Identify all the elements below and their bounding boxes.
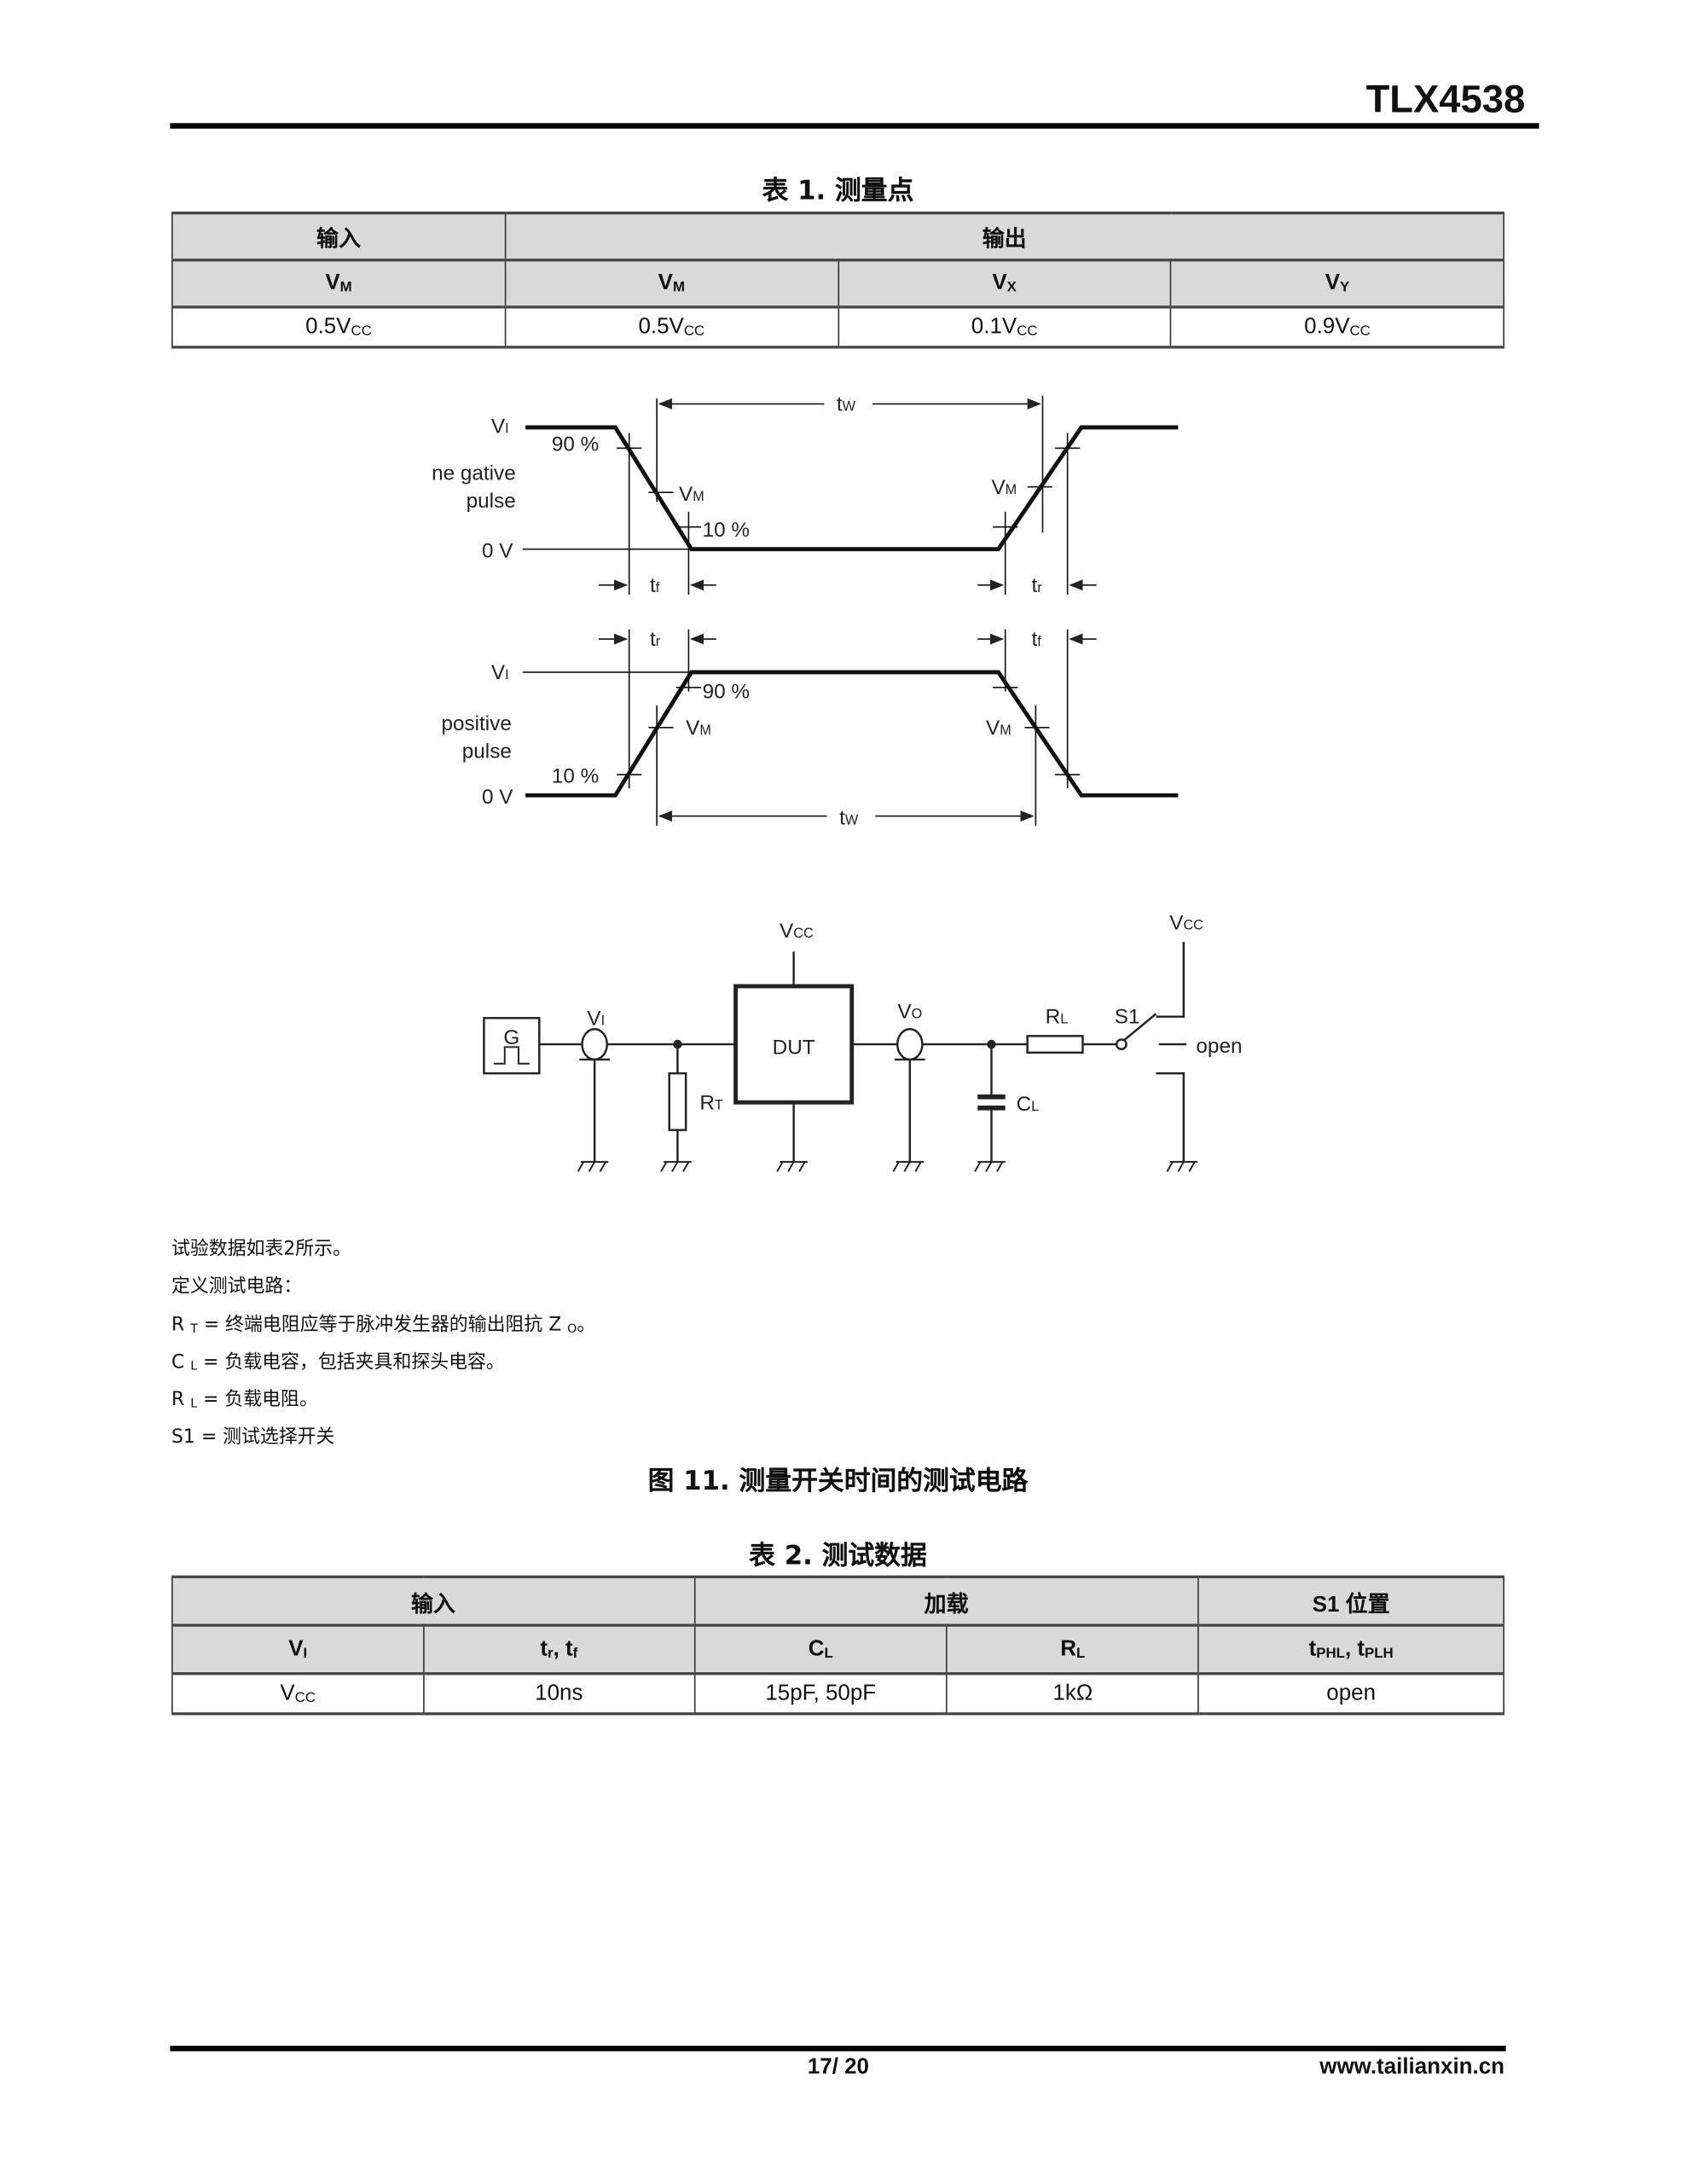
table1-col-header: VX xyxy=(837,258,1172,309)
label-90pct: 90 % xyxy=(552,433,599,456)
vi-label: VI xyxy=(491,661,509,684)
table1-col-header: VY xyxy=(1170,258,1504,309)
ground-icon xyxy=(1166,1160,1198,1172)
table2-group-load: 加载 xyxy=(693,1575,1199,1627)
note-line: C L = 负载电容，包括夹具和探头电容。 xyxy=(171,1351,505,1374)
footer-rule xyxy=(170,2045,1506,2052)
tr-label: tr xyxy=(1031,574,1042,597)
ground-icon xyxy=(974,1160,1006,1172)
table1-cell: 0.1VCC xyxy=(837,306,1172,349)
switch-s1 xyxy=(1115,1038,1128,1050)
page-number: 17/ 20 xyxy=(807,2055,869,2079)
table2-cell: 15pF, 50pF xyxy=(693,1672,948,1716)
positive-pulse-label: positive xyxy=(441,712,511,735)
table2-cell: 1kΩ xyxy=(946,1672,1199,1716)
table2-test-data: 输入 加载 S1 位置 VI tr, tf CL RL tPHL, tPLH V… xyxy=(171,1575,1504,1716)
vi-probe xyxy=(581,1028,608,1061)
part-number: TLX4538 xyxy=(1365,77,1526,121)
table2-col-header: CL xyxy=(693,1623,948,1676)
note-line: 试验数据如表2所示。 xyxy=(171,1238,351,1261)
vcc-label: VCC xyxy=(780,920,814,943)
vm-label: VM xyxy=(991,476,1017,499)
ground-icon xyxy=(776,1160,808,1172)
dut-label: DUT xyxy=(773,1036,815,1059)
table2-group-s1: S1 位置 xyxy=(1197,1575,1504,1627)
label-10pct: 10 % xyxy=(703,519,750,542)
table2-col-header: tr, tf xyxy=(422,1623,695,1676)
tr-label: tr xyxy=(650,628,661,651)
tf-label: tf xyxy=(1031,628,1041,651)
vi-label: VI xyxy=(491,415,509,438)
test-circuit xyxy=(483,942,1187,1162)
figure-caption: 图 11. 测量开关时间的测试电路 xyxy=(647,1466,1029,1497)
negative-pulse-waveform xyxy=(522,395,1179,595)
table2-col-header: VI xyxy=(171,1623,425,1676)
zero-v-label: 0 V xyxy=(482,786,513,809)
table1-cell: 0.5VCC xyxy=(504,306,839,349)
header-rule xyxy=(170,123,1539,129)
rl-resistor xyxy=(1026,1035,1084,1054)
pulse-icon xyxy=(493,1046,530,1065)
rt-label: RT xyxy=(699,1091,723,1114)
ground-icon xyxy=(660,1160,692,1172)
vo-label: VO xyxy=(897,1000,922,1023)
tw-label: tW xyxy=(839,806,859,829)
negative-pulse-label: ne gative xyxy=(432,462,516,485)
ground-icon xyxy=(577,1160,609,1172)
label-10pct: 10 % xyxy=(552,765,599,788)
positive-pulse-label: pulse xyxy=(462,740,512,763)
table1-title: 表 1. 测量点 xyxy=(762,175,914,206)
vi-label: VI xyxy=(587,1007,605,1030)
vm-label: VM xyxy=(686,717,711,740)
table2-col-header: tPHL, tPLH xyxy=(1197,1623,1504,1676)
label-90pct: 90 % xyxy=(703,681,750,704)
pulse-generator xyxy=(483,1017,541,1075)
note-line: R T = 终端电阻应等于脉冲发生器的输出阻抗 Z O。 xyxy=(171,1314,596,1337)
table2-group-input: 输入 xyxy=(171,1575,695,1627)
table2-cell: 10ns xyxy=(422,1672,695,1716)
table2-cell: open xyxy=(1197,1672,1504,1716)
vcc-label: VCC xyxy=(1169,912,1203,935)
rl-label: RL xyxy=(1046,1006,1069,1029)
tf-label: tf xyxy=(650,574,660,597)
note-line: 定义测试电路： xyxy=(171,1275,303,1298)
website-link[interactable]: www.tailianxin.cn xyxy=(1319,2055,1504,2079)
table1-cell: 0.5VCC xyxy=(171,306,506,349)
table1-group-input: 输入 xyxy=(171,212,506,262)
vo-probe xyxy=(896,1028,924,1061)
zero-v-label: 0 V xyxy=(482,539,513,562)
table2-title: 表 2. 测试数据 xyxy=(749,1541,927,1571)
table1-measurement-points: 输入 输出 VM VM VX VY 0.5VCC 0.5VCC 0.1VCC 0… xyxy=(171,212,1504,349)
table1-cell: 0.9VCC xyxy=(1170,306,1504,349)
rt-resistor xyxy=(668,1072,687,1131)
cl-label: CL xyxy=(1017,1093,1040,1116)
generator-label: G xyxy=(503,1026,519,1049)
vm-label: VM xyxy=(986,717,1012,740)
s1-label: S1 xyxy=(1115,1006,1140,1029)
vm-label: VM xyxy=(679,483,704,506)
open-label: open xyxy=(1196,1035,1242,1058)
tw-label: tW xyxy=(837,393,856,416)
note-line: S1 = 测试选择开关 xyxy=(171,1426,335,1449)
table2-col-header: RL xyxy=(946,1623,1199,1676)
table1-col-header: VM xyxy=(504,258,839,309)
positive-pulse-waveform xyxy=(522,629,1179,826)
table2-cell: VCC xyxy=(171,1672,425,1716)
table1-col-header: VM xyxy=(171,258,506,309)
negative-pulse-label: pulse xyxy=(467,490,516,513)
ground-icon xyxy=(892,1160,925,1172)
table1-group-output: 输出 xyxy=(504,212,1504,262)
note-line: R L = 负载电阻。 xyxy=(171,1388,318,1412)
